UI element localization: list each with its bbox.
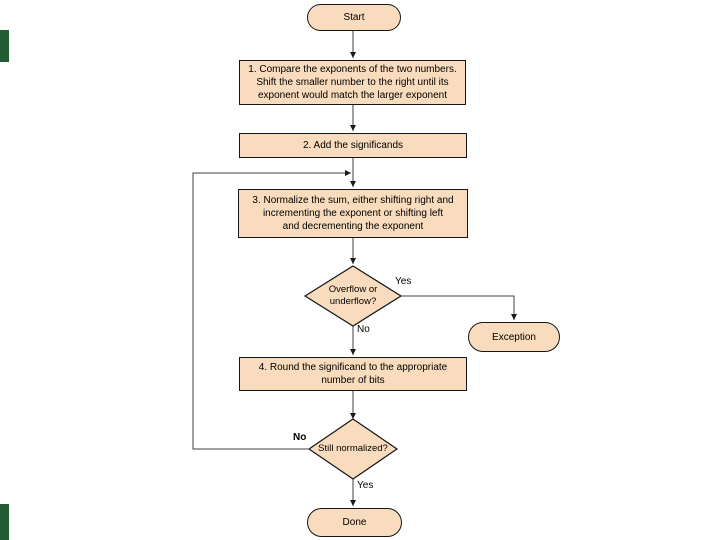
slide-accent-bar-bottom [0, 504, 9, 540]
decision-normalized-diamond [307, 418, 399, 480]
decision-overflow-diamond [303, 265, 403, 327]
decision-normalized-label: Still normalized? [318, 443, 388, 454]
exception-terminator: Exception [468, 322, 560, 352]
edge-label-overflow-no: No [357, 324, 370, 335]
done-terminator: Done [307, 508, 402, 537]
edge-label-overflow-yes: Yes [395, 276, 412, 287]
decision-overflow-label: Overflow or underflow? [328, 284, 378, 307]
edge-label-normalized-yes: Yes [357, 480, 374, 491]
edge-overflow-yes-to-exception [401, 295, 517, 320]
process-step3: 3. Normalize the sum, either shifting ri… [238, 189, 468, 238]
start-terminator: Start [307, 4, 401, 31]
process-step4: 4. Round the significand to the appropri… [239, 357, 467, 391]
edge-normalized-no-loop [192, 170, 351, 450]
slide-accent-bar-top [0, 30, 9, 62]
process-step2: 2. Add the significands [239, 133, 467, 158]
edge-label-normalized-no: No [293, 432, 307, 443]
process-step1: 1. Compare the exponents of the two numb… [239, 60, 466, 105]
